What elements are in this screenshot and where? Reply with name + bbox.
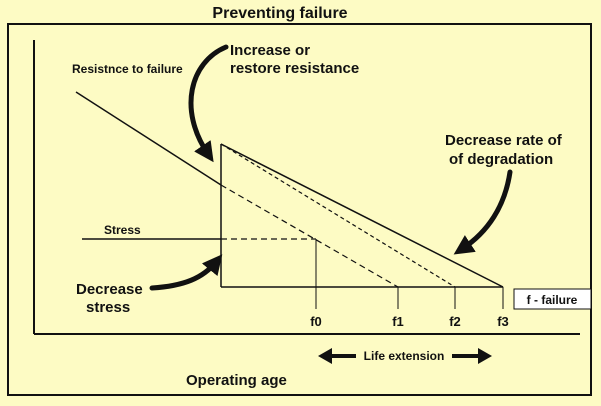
dashed-original-continuation [220,184,399,288]
increase-resistance-arrow [188,44,229,163]
tick-label-f2: f2 [449,314,461,329]
outer-frame [7,23,592,396]
diagram-title: Preventing failure [212,5,347,22]
failure-key-label: f - failure [527,293,578,307]
decrease-stress-label-line1: Decrease [76,281,143,298]
life-extension-label: Life extension [364,349,445,363]
stress-label: Stress [104,223,141,237]
life-extension-arrow-left-icon [318,348,332,364]
improved-resistance-line [220,143,504,288]
dashed-restored-continuation [220,143,456,288]
life-extension-arrow-right-icon [478,348,492,364]
resistance-label: Resistnce to failure [72,62,183,76]
increase-resistance-label-line1: Increase or [230,42,310,59]
tick-label-f1: f1 [392,314,404,329]
tick-label-f3: f3 [497,314,509,329]
failure-key-box [513,288,592,310]
decrease-rate-arrow [453,169,513,255]
decrease-stress-arrow [149,254,223,291]
decrease-rate-label-line2: of degradation [449,151,553,168]
resistance-line [75,91,222,186]
operating-age-label: Operating age [186,372,287,389]
tick-label-f0: f0 [310,314,322,329]
decrease-stress-label-line2: stress [86,299,130,316]
decrease-rate-label-line1: Decrease rate of [445,132,563,149]
increase-resistance-label-line2: restore resistance [230,60,359,77]
